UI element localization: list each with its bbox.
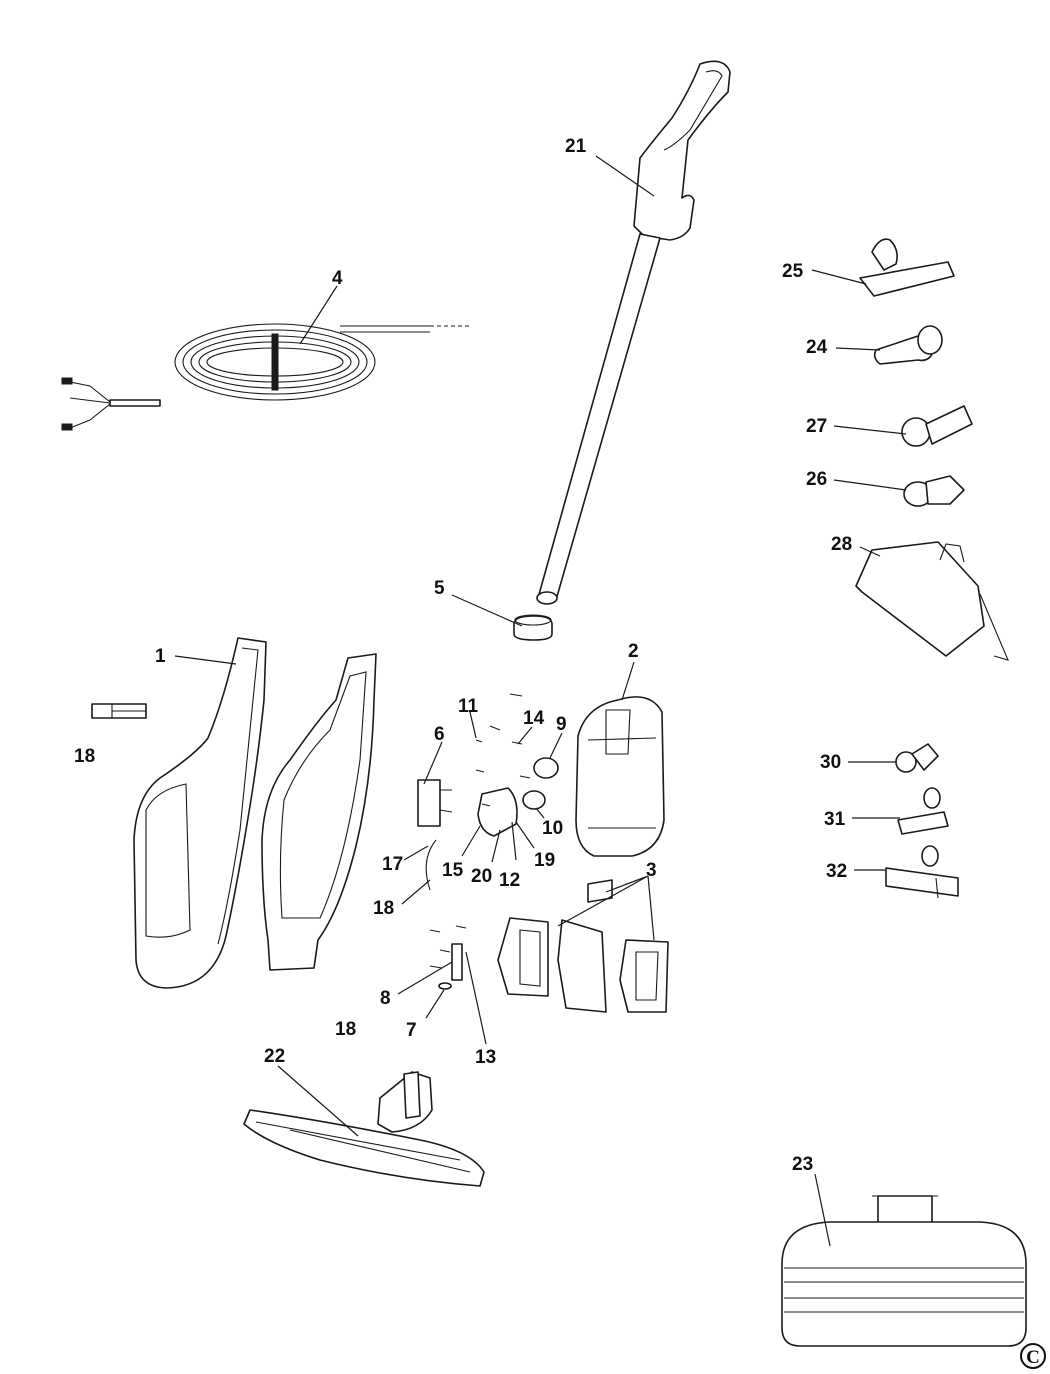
- part-27-brush-tool: [901, 405, 973, 447]
- callout-19: 19: [534, 850, 555, 871]
- callout-21: 21: [565, 136, 587, 157]
- part-4-power-cord: [61, 323, 470, 431]
- part-28-garment-tool: [855, 541, 1009, 661]
- part-3-pcb-assembly: [497, 879, 669, 1013]
- callout-15: 15: [442, 860, 464, 881]
- callout-14: 13: [475, 1047, 496, 1068]
- callout-18-left: 18: [74, 746, 95, 767]
- callout-5: 5: [434, 578, 445, 599]
- callout-18-lower: 18: [335, 1019, 356, 1040]
- callout-28: 28: [831, 534, 852, 555]
- copyright-symbol: C: [1020, 1343, 1046, 1369]
- callout-20: 20: [471, 866, 492, 887]
- callout-9: 9: [556, 714, 567, 735]
- part-18-seal: [91, 703, 147, 719]
- callout-1: 1: [155, 646, 166, 667]
- part-1-front-housing: [133, 637, 267, 989]
- callout-labels: 21 4 5 1 2 18 6 11 14 9 10 19 17 15 20 1…: [74, 136, 852, 1175]
- callout-31: 31: [824, 809, 846, 830]
- callout-7: 7: [406, 1020, 417, 1041]
- part-31-flat-brush: [897, 787, 949, 835]
- callout-27: 27: [806, 416, 827, 437]
- callout-4: 4: [332, 268, 343, 289]
- callout-12: 12: [499, 870, 520, 891]
- part-5-collar: [513, 614, 553, 641]
- callout-8: 8: [380, 988, 391, 1009]
- callout-26: 26: [806, 469, 827, 490]
- callout-24: 24: [806, 337, 828, 358]
- part-23-mop-pad: [781, 1195, 1027, 1347]
- small-components: [417, 693, 559, 891]
- leader-lines: [174, 155, 907, 1247]
- callout-3: 3: [646, 860, 657, 881]
- callout-2: 2: [628, 641, 639, 662]
- callout-32: 32: [826, 861, 847, 882]
- callout-30: 30: [820, 752, 841, 773]
- part-25-scraper-tool: [859, 238, 955, 297]
- part-22-mop-head: [243, 1071, 485, 1187]
- callout-11: 11: [458, 696, 479, 717]
- callout-17: 17: [382, 854, 403, 875]
- part-30-small-brush: [895, 743, 939, 773]
- part-32-window-tool: [885, 845, 959, 899]
- callout-13: 14: [523, 708, 545, 729]
- part-24-nozzle: [873, 325, 943, 365]
- callout-23: 23: [792, 1154, 813, 1175]
- part-26-round-brush: [903, 475, 965, 507]
- callout-6: 6: [434, 724, 445, 745]
- part-2-tank-cover: [575, 696, 665, 857]
- rear-housing: [261, 653, 377, 971]
- callout-22: 22: [264, 1046, 285, 1067]
- callout-25: 25: [782, 261, 804, 282]
- valve-components: [429, 925, 467, 990]
- callout-10: 10: [542, 818, 563, 839]
- part-21-handle-tube: [536, 60, 731, 605]
- callout-18-mid: 18: [373, 898, 394, 919]
